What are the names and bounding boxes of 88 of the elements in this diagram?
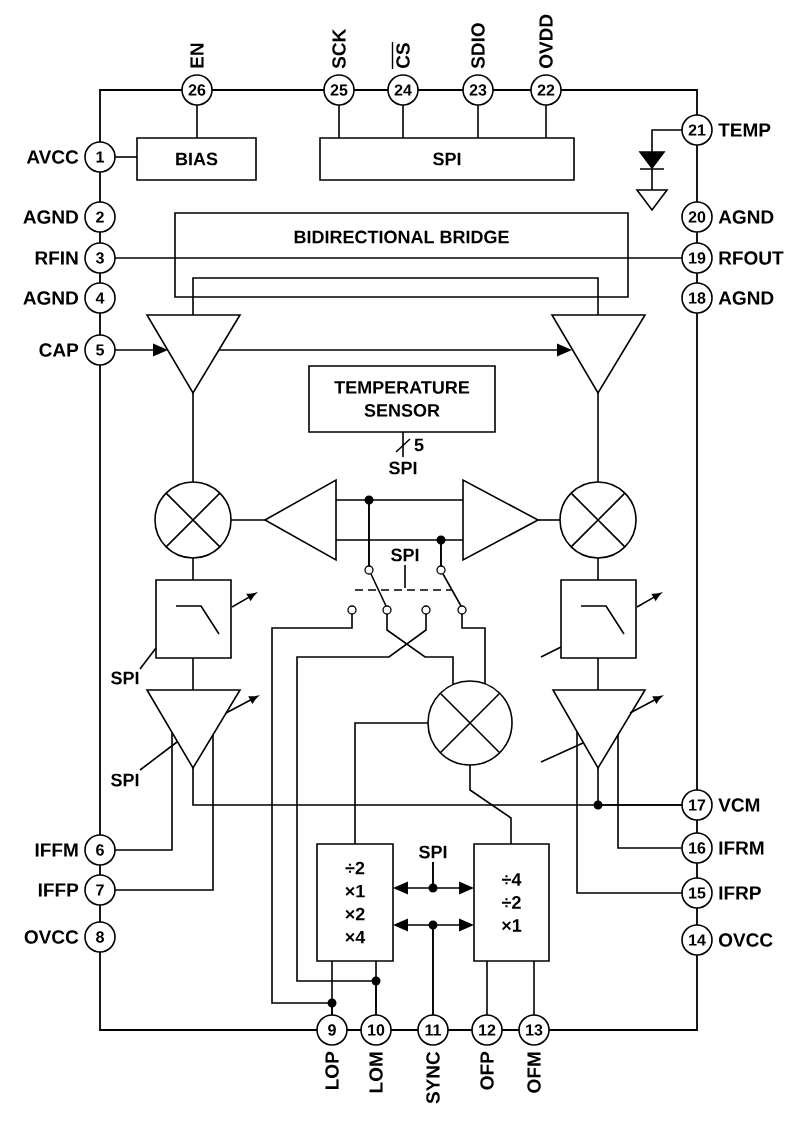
wire xyxy=(139,647,157,670)
wire xyxy=(545,104,547,139)
wire xyxy=(477,104,479,139)
pin-label: LOM xyxy=(369,1052,383,1093)
pin-label: OVCC xyxy=(24,930,79,944)
wire xyxy=(597,657,599,691)
block: SPI xyxy=(319,137,575,181)
wire xyxy=(139,741,178,771)
signal-label: SPI xyxy=(111,773,139,787)
wire xyxy=(402,104,404,139)
block: BIAS xyxy=(136,137,257,181)
wire xyxy=(114,257,176,259)
wire xyxy=(404,564,406,589)
arrow xyxy=(114,343,168,357)
wire xyxy=(354,722,429,845)
arrow xyxy=(218,343,572,357)
pin-label: IFRM xyxy=(719,841,764,855)
filter-box xyxy=(560,579,637,659)
pin-label: IFFM xyxy=(35,843,78,857)
wire xyxy=(114,734,214,891)
pin-label: OFP xyxy=(480,1051,494,1090)
wire xyxy=(114,732,173,851)
pin-label: AGND xyxy=(718,210,774,224)
pin-label: SYNC xyxy=(426,1051,440,1104)
pin-label: OFM xyxy=(527,1052,541,1093)
pin-label: OVCC xyxy=(719,933,773,947)
block: TEMPERATURE SENSOR xyxy=(308,365,496,433)
pin-label: RFOUT xyxy=(719,251,784,265)
wire xyxy=(461,613,486,685)
pin-label: LOP xyxy=(325,1051,339,1089)
pin-label: AGND xyxy=(23,291,78,305)
wire xyxy=(469,764,512,845)
pin-label: CAP xyxy=(39,343,79,357)
wire xyxy=(196,104,198,139)
wire xyxy=(597,767,683,806)
wire xyxy=(440,539,464,567)
wire xyxy=(597,296,599,316)
wire xyxy=(192,557,194,581)
filter-box xyxy=(155,579,232,659)
block: ÷2 ×1 ×2 ×4 xyxy=(316,843,394,962)
pin-label: AGND xyxy=(23,210,78,224)
pin-label: AGND xyxy=(718,291,774,305)
wire xyxy=(375,960,377,1016)
wire xyxy=(617,734,683,849)
wire xyxy=(192,392,194,483)
wire xyxy=(597,392,599,483)
bus-width-label: 5 xyxy=(414,438,424,452)
wire xyxy=(338,104,340,139)
wire xyxy=(368,499,464,567)
pin-label: VCM xyxy=(718,798,760,812)
switch-symbol xyxy=(347,565,467,615)
wire xyxy=(114,156,138,158)
wire xyxy=(627,257,683,259)
pin-label: RFIN xyxy=(35,251,78,265)
pin-label: EN xyxy=(190,43,204,68)
bridge-block: BIDIRECTIONAL BRIDGE xyxy=(174,212,629,298)
block: ÷4 ÷2 ×1 xyxy=(473,843,550,962)
wire xyxy=(331,960,333,1016)
pin-label: TEMP xyxy=(718,123,771,137)
mixer-symbol xyxy=(427,680,513,766)
wire xyxy=(597,557,599,581)
wire xyxy=(651,129,683,153)
mixer-symbol xyxy=(154,481,232,559)
pin-label: SDIO xyxy=(471,23,485,69)
pin-label: SCK xyxy=(332,28,346,69)
wire xyxy=(537,519,561,521)
pin-label: CS xyxy=(396,43,410,68)
signal-label: SPI xyxy=(389,461,417,475)
mixer-symbol xyxy=(559,481,637,559)
wire xyxy=(192,657,194,691)
arrow xyxy=(432,918,474,1016)
wire xyxy=(486,960,488,1016)
wire xyxy=(540,742,584,763)
signal-label: SPI xyxy=(391,548,419,562)
signal-label: SPI xyxy=(419,845,447,859)
pin-label: OVDD xyxy=(539,14,553,68)
wire xyxy=(540,646,562,658)
wire xyxy=(192,296,194,316)
signal-label: SPI xyxy=(111,671,139,685)
arrow xyxy=(432,861,474,895)
wire xyxy=(533,960,535,1016)
wire xyxy=(576,731,683,894)
wire xyxy=(386,613,454,686)
wire xyxy=(395,431,411,458)
pin-label: AVCC xyxy=(26,150,79,164)
wire xyxy=(230,519,266,521)
pin-label: IFRP xyxy=(719,886,761,900)
pin-label: IFFP xyxy=(38,883,79,897)
